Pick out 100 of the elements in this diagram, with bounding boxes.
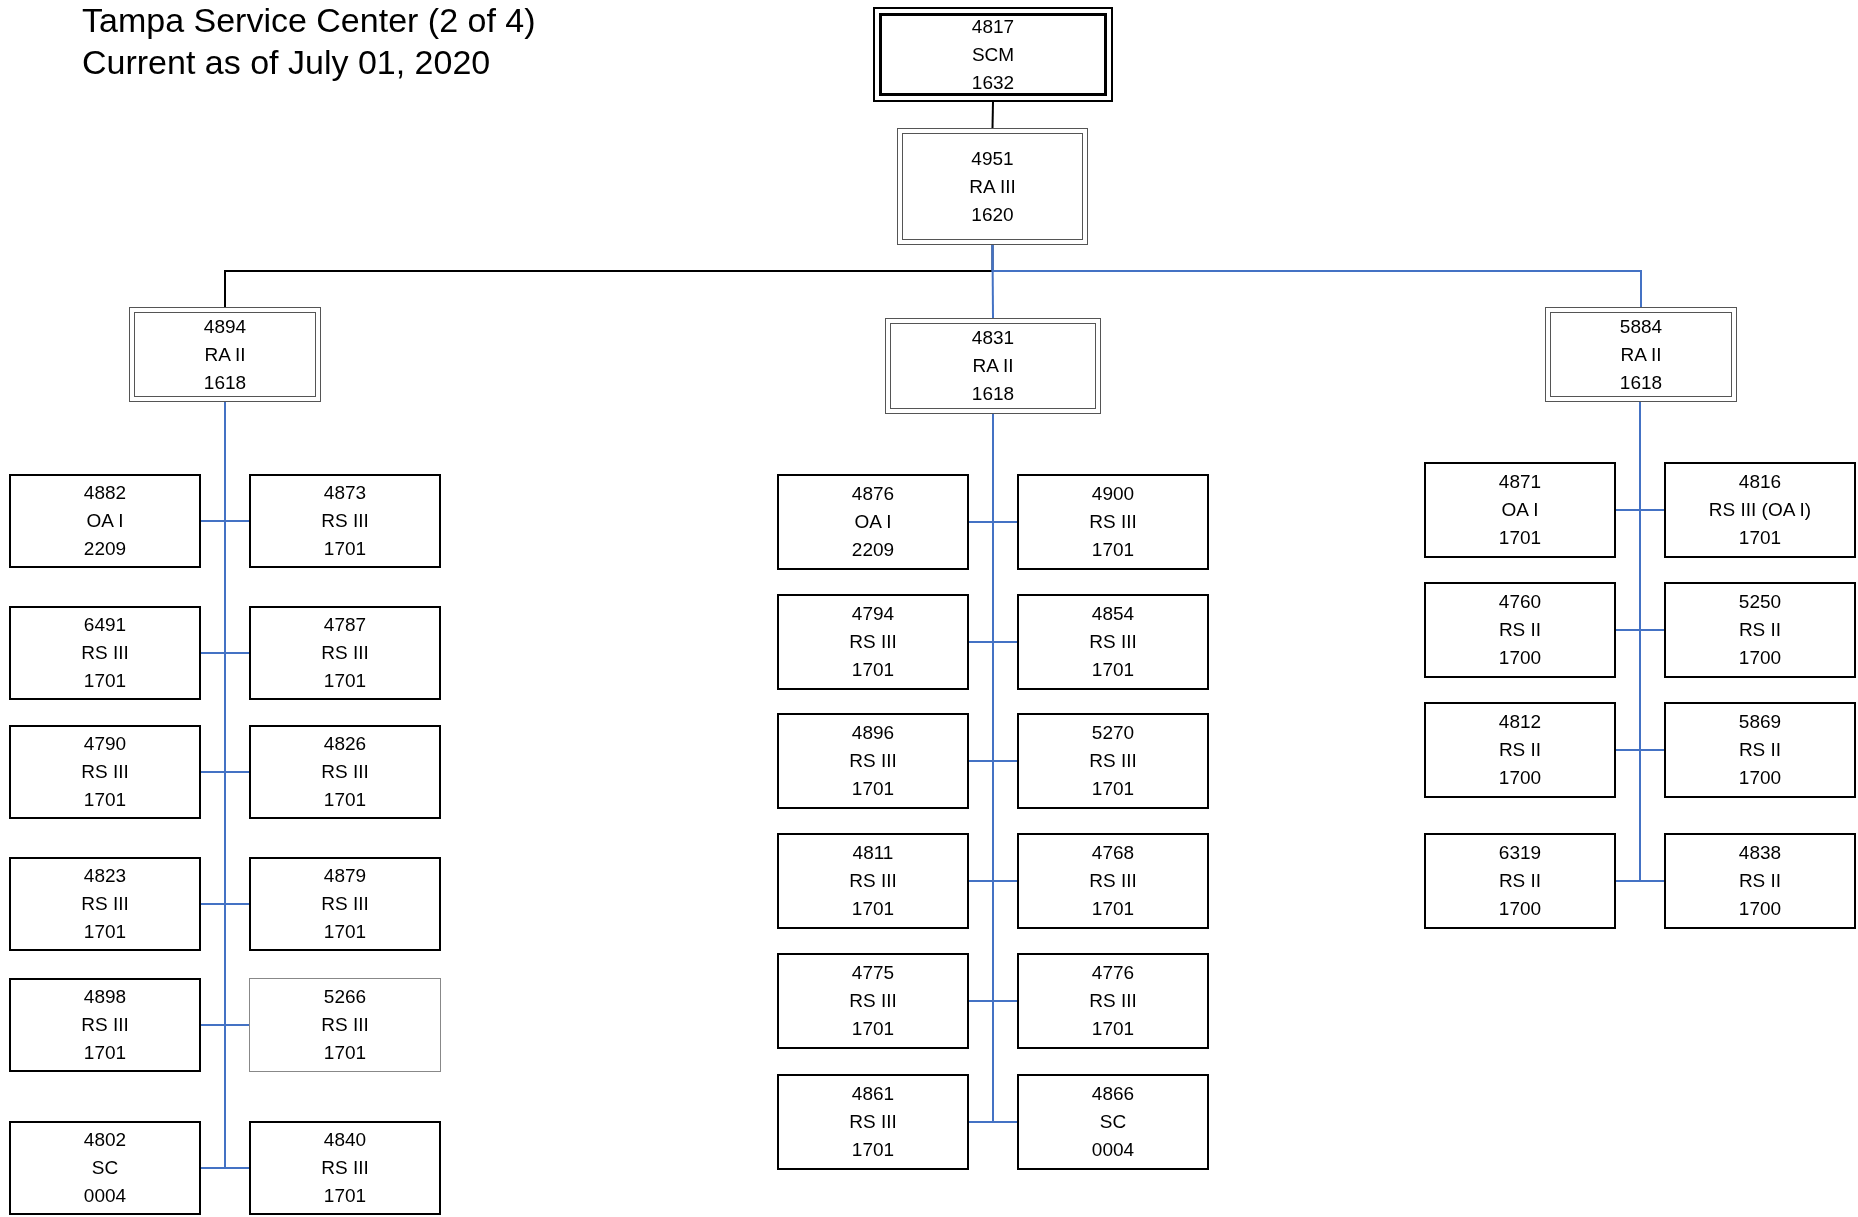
position-text: 1701: [1091, 658, 1135, 682]
position-box: [777, 833, 969, 929]
position-box: [1017, 594, 1209, 690]
position-text: 1701: [851, 777, 895, 801]
position-box: [249, 606, 441, 700]
position-text: 4823: [83, 864, 127, 888]
position-text: 4802: [83, 1128, 127, 1152]
position-box: [1017, 953, 1209, 1049]
connector-line: [991, 101, 994, 129]
position-text: 4826: [323, 732, 367, 756]
position-box: [9, 725, 201, 819]
position-text: 4951: [971, 146, 1014, 171]
position-text: SC: [1099, 1110, 1127, 1134]
position-box: [249, 725, 441, 819]
position-text: RS III: [81, 1013, 129, 1037]
position-text: 5869: [1738, 710, 1782, 734]
position-text: RS III: [1089, 630, 1137, 654]
position-text: 1701: [1738, 526, 1782, 550]
position-text: 6319: [1498, 841, 1542, 865]
position-text: RS III: [849, 989, 897, 1013]
position-box: [1017, 1074, 1209, 1170]
position-text: RS III: [1089, 510, 1137, 534]
position-box: [1424, 462, 1616, 558]
position-text: 1701: [1091, 897, 1135, 921]
position-text: 1700: [1738, 897, 1782, 921]
position-text: RS III: [1089, 989, 1137, 1013]
position-text: 4900: [1091, 482, 1135, 506]
position-text: OA I: [1501, 498, 1539, 522]
position-box: [129, 307, 321, 402]
position-text: OA I: [854, 510, 892, 534]
position-text: RS II: [1498, 738, 1542, 762]
position-text: 1618: [971, 382, 1015, 406]
position-text: OA I: [86, 509, 124, 533]
position-box: [1664, 702, 1856, 798]
position-text: RS III: [1089, 869, 1137, 893]
position-text: 5270: [1091, 721, 1135, 745]
position-text: 4882: [83, 481, 127, 505]
position-box: [249, 1121, 441, 1215]
position-box: [249, 474, 441, 568]
position-text: RS III: [321, 760, 369, 784]
position-box: [1664, 582, 1856, 678]
position-text: 4896: [851, 721, 895, 745]
position-text: 1701: [1091, 1017, 1135, 1041]
position-text: 1701: [1498, 526, 1542, 550]
position-text: 4794: [851, 602, 895, 626]
position-text: 1701: [851, 1017, 895, 1041]
position-text: 4894: [203, 314, 247, 339]
position-text: 1700: [1498, 646, 1542, 670]
position-text: 1700: [1498, 897, 1542, 921]
position-box: [1664, 833, 1856, 929]
position-text: RS II: [1498, 869, 1542, 893]
position-box: [1017, 713, 1209, 809]
position-text: 4816: [1738, 470, 1782, 494]
position-text: 1701: [323, 537, 367, 561]
position-text: 4838: [1738, 841, 1782, 865]
position-text: 1701: [851, 897, 895, 921]
connector-line: [991, 244, 1642, 308]
position-text: 1701: [83, 788, 127, 812]
position-text: RS III: [81, 760, 129, 784]
position-box: [9, 857, 201, 951]
position-text: 1701: [851, 658, 895, 682]
position-box: [873, 7, 1113, 102]
position-text: RS III: [321, 892, 369, 916]
position-text: 4775: [851, 961, 895, 985]
position-text: 1701: [1091, 777, 1135, 801]
position-text: 1701: [83, 669, 127, 693]
position-text: 4776: [1091, 961, 1135, 985]
position-text: 4811: [852, 841, 894, 865]
position-text: 4812: [1498, 710, 1542, 734]
position-text: SCM: [971, 42, 1015, 67]
position-text: RS III: [1089, 749, 1137, 773]
position-box: [1545, 307, 1737, 402]
position-text: 1700: [1498, 766, 1542, 790]
position-text: RA II: [972, 354, 1014, 378]
position-text: 1700: [1738, 646, 1782, 670]
position-text: 4876: [851, 482, 895, 506]
position-text: 4854: [1091, 602, 1135, 626]
position-box: [1017, 833, 1209, 929]
position-text: 2209: [851, 538, 895, 562]
position-box: [777, 1074, 969, 1170]
position-text: RS II: [1498, 618, 1542, 642]
position-text: 4861: [851, 1082, 895, 1106]
position-box: [9, 1121, 201, 1215]
position-text: RS III: [321, 641, 369, 665]
position-box: [249, 978, 441, 1072]
position-text: 1701: [323, 788, 367, 812]
position-text: RS III: [849, 630, 897, 654]
position-text: 4768: [1091, 841, 1135, 865]
position-box: [1424, 582, 1616, 678]
position-text: 1701: [323, 920, 367, 944]
position-text: 1701: [83, 920, 127, 944]
position-box: [249, 857, 441, 951]
position-box: [777, 474, 969, 570]
position-box: [1664, 462, 1856, 558]
position-box: [777, 953, 969, 1049]
position-text: 1618: [203, 370, 247, 395]
position-box: [885, 318, 1101, 414]
position-text: RS II: [1738, 738, 1782, 762]
position-box: [1424, 702, 1616, 798]
position-text: 4879: [323, 864, 367, 888]
